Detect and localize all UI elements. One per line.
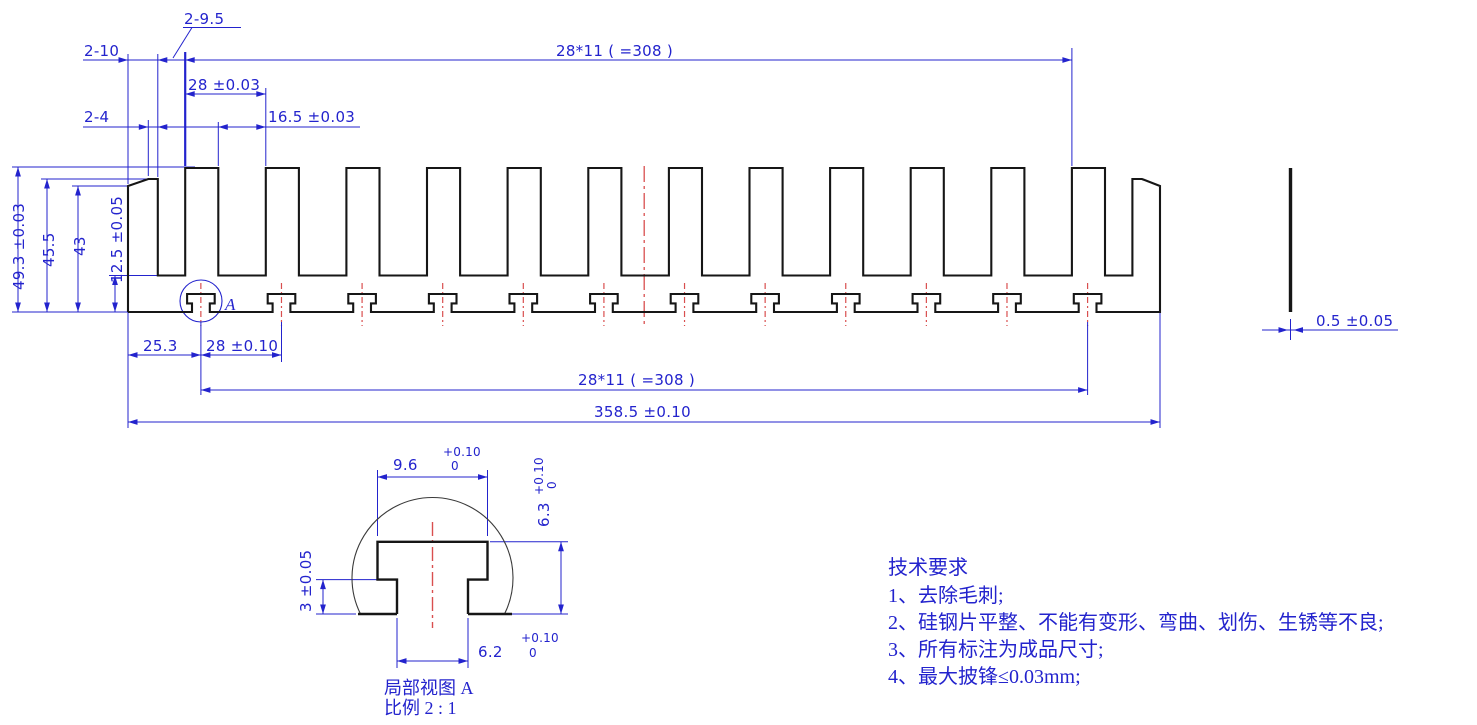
dim-pitch-total-bottom: 28*11 ( =308 ) (578, 371, 695, 389)
tech-req-item-3: 3、所有标注为成品尺寸; (888, 638, 1104, 661)
dimension-arrow (320, 604, 326, 614)
detail-a-circle (179, 279, 223, 323)
dimension-line (172, 27, 193, 59)
dimension-lines-layer (12, 27, 1398, 668)
detail-dim-top-width-tol-upper: +0.10 (443, 445, 481, 459)
dim-slot-pitch: 28 ±0.10 (206, 337, 278, 355)
dimension-arrow (218, 124, 228, 130)
dim-overall-height: 49.3 ±0.03 (10, 203, 28, 290)
detail-view-caption: 局部视图 A (384, 678, 474, 698)
dimension-arrow (256, 91, 266, 97)
dimension-arrow (377, 474, 387, 480)
dim-edge-to-first-slot: 25.3 (143, 337, 178, 355)
tech-req-title: 技术要求 (888, 556, 968, 579)
dimension-arrow (15, 167, 21, 177)
tech-req-item-4: 4、最大披锋≤0.03mm; (888, 665, 1081, 688)
dimension-arrow (558, 604, 564, 614)
dim-tooth-pitch: 28 ±0.03 (188, 76, 260, 94)
dimension-arrow (128, 419, 138, 425)
dimension-arrow (1278, 327, 1288, 333)
detail-dim-neck-width-tol-upper: +0.10 (521, 631, 559, 645)
detail-dim-top-width: 9.6 (393, 456, 418, 474)
dimension-arrow (1150, 419, 1160, 425)
dimension-arrow (44, 302, 50, 312)
dimension-arrow (191, 352, 201, 358)
dim-slot-width: 16.5 ±0.03 (268, 108, 355, 126)
dim-chamfer-height: 43 (71, 236, 89, 256)
detail-t-slot-outline (376, 540, 489, 614)
dimension-arrow (112, 302, 118, 312)
centerlines-layer (200, 166, 1089, 628)
dimension-arrow (44, 179, 50, 189)
dim-end-slot-note: 2-9.5 (184, 10, 224, 28)
dimension-arrow (1062, 57, 1072, 63)
detail-marker-label: A (224, 295, 236, 314)
dimension-arrow (272, 352, 282, 358)
dimension-arrow (185, 57, 195, 63)
dimension-arrow (15, 302, 21, 312)
dimension-arrow (478, 474, 488, 480)
detail-dim-top-width-tol-lower: 0 (451, 459, 459, 473)
detail-boundary-circle (351, 496, 514, 615)
dim-overall-length: 358.5 ±0.10 (594, 403, 691, 421)
dimension-arrow (157, 57, 168, 63)
tech-req-item-2: 2、硅钢片平整、不能有变形、弯曲、划伤、生锈等不良; (888, 611, 1384, 634)
detail-view-scale: 比例 2 : 1 (384, 698, 457, 718)
dim-end-flat: 2-4 (84, 108, 109, 126)
dim-thickness: 0.5 ±0.05 (1316, 312, 1393, 330)
dimension-arrow (138, 124, 149, 130)
part-outline-layer (126, 166, 1293, 616)
dimension-arrow (75, 186, 81, 196)
dimension-arrow (157, 124, 168, 130)
dimension-arrow (397, 658, 407, 664)
dimension-arrow (185, 91, 195, 97)
dimension-arrow (458, 658, 468, 664)
dimension-arrow (256, 124, 266, 130)
detail-dim-step-height: 3 ±0.05 (297, 550, 315, 612)
dimension-arrow (200, 387, 211, 393)
detail-dim-neck-width-tol-lower: 0 (529, 646, 537, 660)
detail-dim-depth-group: 6.3 +0.10 0 (532, 457, 559, 527)
detail-dim-neck-width: 6.2 (478, 643, 503, 661)
dim-pitch-total-top: 28*11 ( =308 ) (556, 42, 673, 60)
dimension-arrow (200, 352, 211, 358)
dim-base-height: 12.5 ±0.05 (108, 196, 126, 283)
dimension-arrow (558, 541, 564, 552)
dim-tab-height: 45.5 (40, 232, 58, 267)
detail-dim-depth: 6.3 (535, 502, 553, 527)
comb-lamination-outline (126, 166, 1162, 314)
dim-end-tab-width: 2-10 (84, 42, 119, 60)
dimension-arrow (118, 57, 128, 63)
detail-dim-depth-tol-upper: +0.10 (532, 457, 546, 495)
dimension-arrow (1293, 327, 1303, 333)
dimension-arrow (320, 579, 326, 590)
detail-dim-depth-tol-lower: 0 (545, 481, 559, 489)
dimension-arrow (112, 275, 118, 285)
dimension-arrow (1078, 387, 1088, 393)
dimension-arrow (128, 352, 138, 358)
dimension-arrow (75, 302, 81, 312)
tech-req-item-1: 1、去除毛刺; (888, 584, 1004, 607)
